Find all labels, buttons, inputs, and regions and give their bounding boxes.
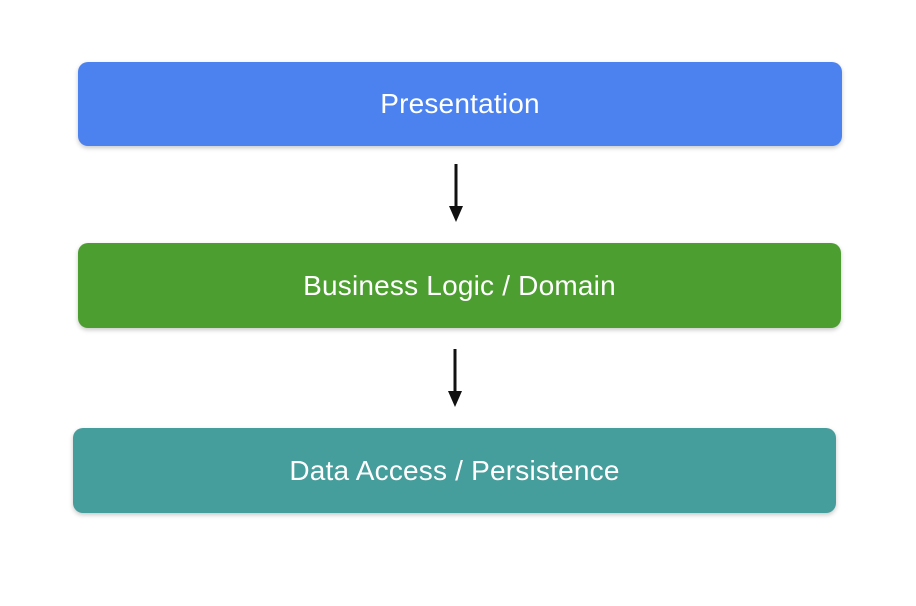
layer-node-business-logic: Business Logic / Domain <box>78 243 841 328</box>
down-arrow-icon <box>449 164 463 222</box>
layer-label-business-logic: Business Logic / Domain <box>303 269 616 301</box>
layer-node-data-access: Data Access / Persistence <box>73 428 836 513</box>
layer-label-data-access: Data Access / Persistence <box>289 454 620 486</box>
layer-label-presentation: Presentation <box>380 88 540 119</box>
layer-node-presentation: Presentation <box>78 62 842 146</box>
down-arrow-icon <box>448 349 462 407</box>
